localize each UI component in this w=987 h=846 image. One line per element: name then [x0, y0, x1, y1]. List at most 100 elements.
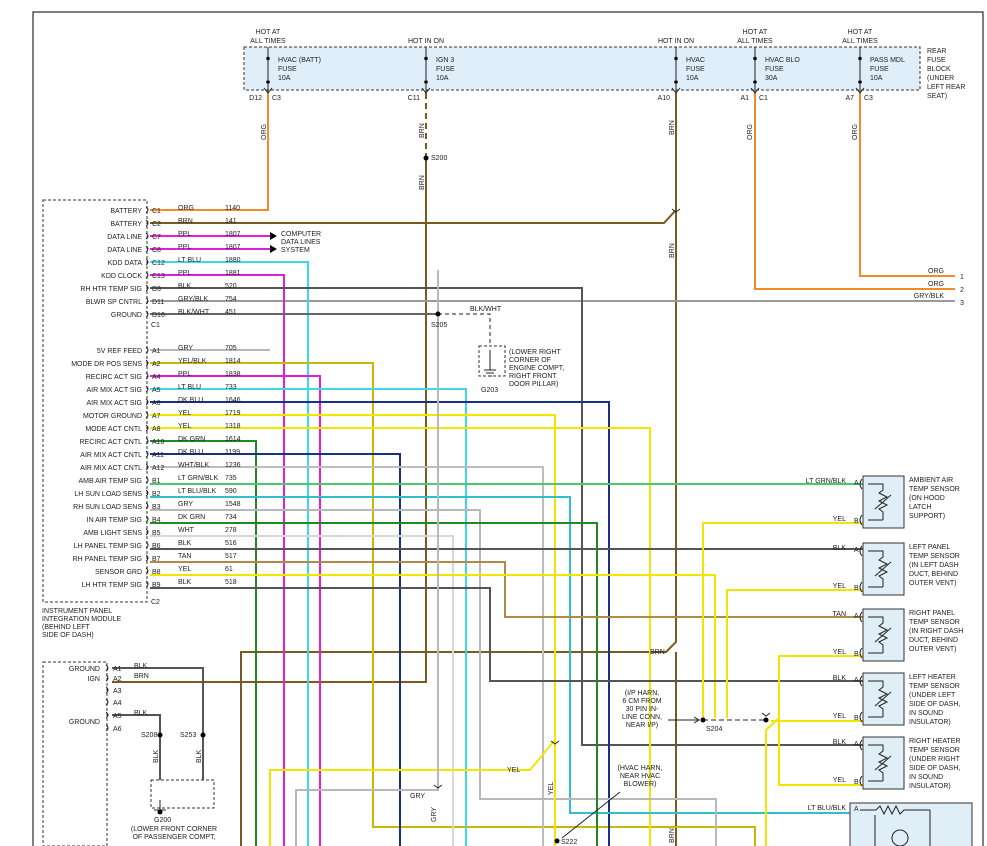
resistor-symbol — [860, 804, 930, 816]
lower-pin-id: A4 — [113, 700, 122, 707]
ground-g203-connector — [478, 345, 506, 377]
splice-s204-right-dot — [763, 717, 769, 723]
sensor-internal-wire — [868, 744, 884, 782]
module-circuit-number: 1814 — [225, 358, 241, 365]
module-wire-color: GRY — [178, 501, 193, 508]
module-pin-name: MODE DR POS SENS — [71, 361, 142, 368]
wire-label-brn: BRN — [419, 175, 426, 190]
module-pin-terminal — [145, 554, 149, 562]
module-pin-terminal — [145, 297, 149, 305]
module-pin-id: B5 — [152, 530, 161, 537]
sensor-name-line: TEMP SENSOR — [909, 683, 960, 690]
module-pin-id: B1 — [152, 478, 161, 485]
fuse-name-label: 10A — [436, 75, 449, 82]
thermistor-arrow — [874, 691, 892, 707]
computer-data-note-line: SYSTEM — [281, 247, 310, 254]
sensor-a-wire-color: LT GRN/BLK — [806, 478, 847, 485]
module-wire-color: BLK/WHT — [178, 309, 210, 316]
lower-pin-terminal — [105, 686, 109, 694]
module-circuit-number: 517 — [225, 553, 237, 560]
fuse-connector-label: C1 — [759, 95, 768, 102]
module-pin-name: RH PANEL TEMP SIG — [73, 556, 142, 563]
fuse-terminal — [858, 80, 862, 84]
fuse-name-label: HVAC — [686, 57, 705, 64]
module-pin-name: AMB AIR TEMP SIG — [78, 478, 142, 485]
hvac-harn-note-line: BLOWER) — [624, 781, 657, 788]
module-circuit-number: 516 — [225, 540, 237, 547]
module-wire-color: YEL — [178, 566, 191, 573]
sensor-name-line: TEMP SENSOR — [909, 619, 960, 626]
sensor-name-line: AMBIENT AIR — [909, 477, 953, 484]
wire-yel-sensor1 — [702, 522, 863, 718]
inline-connector-chevron — [761, 712, 771, 717]
wire-whtblk-a12 — [150, 466, 544, 846]
module-pin-name: KDD DATA — [108, 260, 143, 267]
module-pin-id: D11 — [152, 299, 164, 306]
fuse-hot-label: ALL TIMES — [250, 38, 286, 45]
module-circuit-number: 1318 — [225, 423, 241, 430]
sensor-name-line: TEMP SENSOR — [909, 486, 960, 493]
thermistor-symbol — [877, 552, 889, 587]
sensor-connector-a — [859, 611, 863, 623]
fuse-hot-label: ALL TIMES — [737, 38, 773, 45]
wire-blk-b9 — [150, 587, 863, 682]
sensor-a-wire-color: TAN — [833, 611, 846, 618]
module-pin-terminal — [145, 476, 149, 484]
fuse-block-label-line: FUSE — [927, 57, 946, 64]
inline-connector-chevron — [671, 208, 681, 213]
sensor-a-wire-color: BLK — [833, 545, 847, 552]
module-pin-terminal — [145, 528, 149, 536]
hvac-harn-note-line: NEAR HVAC — [620, 773, 660, 780]
sensor-internal-wire — [868, 483, 884, 521]
g203-note-line: CORNER OF — [509, 357, 551, 364]
fuse-connector-chevron — [421, 87, 431, 94]
fuse-name-label: FUSE — [686, 66, 705, 73]
module-pin-terminal — [145, 310, 149, 318]
lower-wire-color: BLK — [134, 710, 148, 717]
module-pin-terminal — [145, 284, 149, 292]
hvac-harn-arrow — [561, 791, 621, 839]
fuse-block-label-line: SEAT) — [927, 93, 947, 100]
wire-blk-ground-a1 — [112, 667, 204, 735]
g203-note-line: DOOR PILLAR) — [509, 381, 558, 388]
sensor-connector-b — [859, 647, 863, 659]
module-circuit-number: 1838 — [225, 371, 241, 378]
g200-note-line: OF PASSENGER COMPT, — [132, 834, 215, 841]
sensor-name-line: (IN RIGHT DASH — [909, 628, 963, 635]
wire-dkgrn-a10 — [150, 440, 257, 846]
fuse-name-label: HVAC (BATT) — [278, 57, 321, 64]
module-pin-name: IN AIR TEMP SIG — [87, 517, 142, 524]
blower-internal-wire — [874, 810, 931, 846]
fuse-name-label: FUSE — [870, 66, 889, 73]
sensor-name-line: RIGHT HEATER — [909, 738, 960, 745]
sensor-name-line: SUPPORT) — [909, 513, 945, 520]
module-pin-id: A11 — [152, 452, 164, 459]
wire-yel-s222 — [269, 739, 556, 846]
sensor-name-line: OUTER VENT) — [909, 580, 956, 587]
sensor-pin-b: B — [854, 651, 859, 658]
fuse-terminal — [753, 56, 757, 61]
wire-label-gryblk: GRY/BLK — [914, 293, 945, 300]
module-pin-terminal — [145, 206, 149, 214]
wire-yel-sensor2 — [726, 589, 863, 718]
ip-harn-note-line: (I/P HARN, — [625, 690, 660, 697]
module-pin-terminal — [145, 385, 149, 393]
module-wire-color: BLK — [178, 283, 192, 290]
fuse-connector-chevron — [750, 87, 760, 94]
lower-pin-id: A5 — [113, 713, 122, 720]
wire-label-gry: GRY — [410, 793, 425, 800]
fuse-terminal — [674, 80, 678, 84]
instrument-panel-module — [42, 199, 148, 603]
module-pin-terminal — [145, 567, 149, 575]
module-wire-color: YEL — [178, 410, 191, 417]
ip-harn-note-line: NEAR I/P) — [626, 722, 658, 729]
module-wire-color: PPL — [178, 231, 191, 238]
data-arrow — [270, 245, 277, 253]
wire-label-org: ORG — [852, 124, 859, 140]
module-pin-terminal — [145, 424, 149, 432]
module-pin-id: D3 — [152, 286, 161, 293]
fuse-terminal — [674, 56, 678, 61]
module-wire-color: LT BLU — [178, 257, 201, 264]
sensor-connector-a — [859, 545, 863, 557]
